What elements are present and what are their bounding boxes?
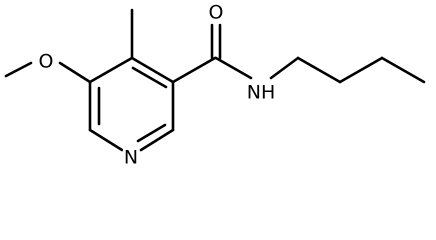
bond-carbonyl-nitrogen	[214, 56, 253, 80]
bond-c3-carbonyl	[171, 56, 217, 84]
atom-nitrogen-ring: N	[122, 146, 140, 169]
bond-c5-c4	[88, 56, 134, 84]
bond-c4-c3	[130, 56, 175, 84]
bond-nitrogen-c1	[269, 56, 300, 80]
molecule-drawing	[4, 8, 426, 152]
atom-oxygen-carbonyl: O	[207, 1, 225, 24]
bond-c1-c2	[296, 56, 342, 84]
bond-oxygen-c5	[58, 61, 92, 84]
bond-c2-n1	[139, 128, 175, 152]
structure-canvas: O O NH N	[4, 1, 426, 169]
bond-c2-n1-double	[136, 123, 167, 143]
bond-n1-c6	[88, 128, 124, 152]
bond-c4-c3-double	[131, 66, 168, 89]
atom-nitrogen-amide: NH	[245, 81, 277, 104]
bond-c3-c4	[380, 56, 426, 84]
atom-oxygen-methoxy: O	[37, 50, 55, 73]
bond-c2-c3	[338, 56, 384, 84]
bond-methyl-oxygen	[4, 61, 33, 78]
